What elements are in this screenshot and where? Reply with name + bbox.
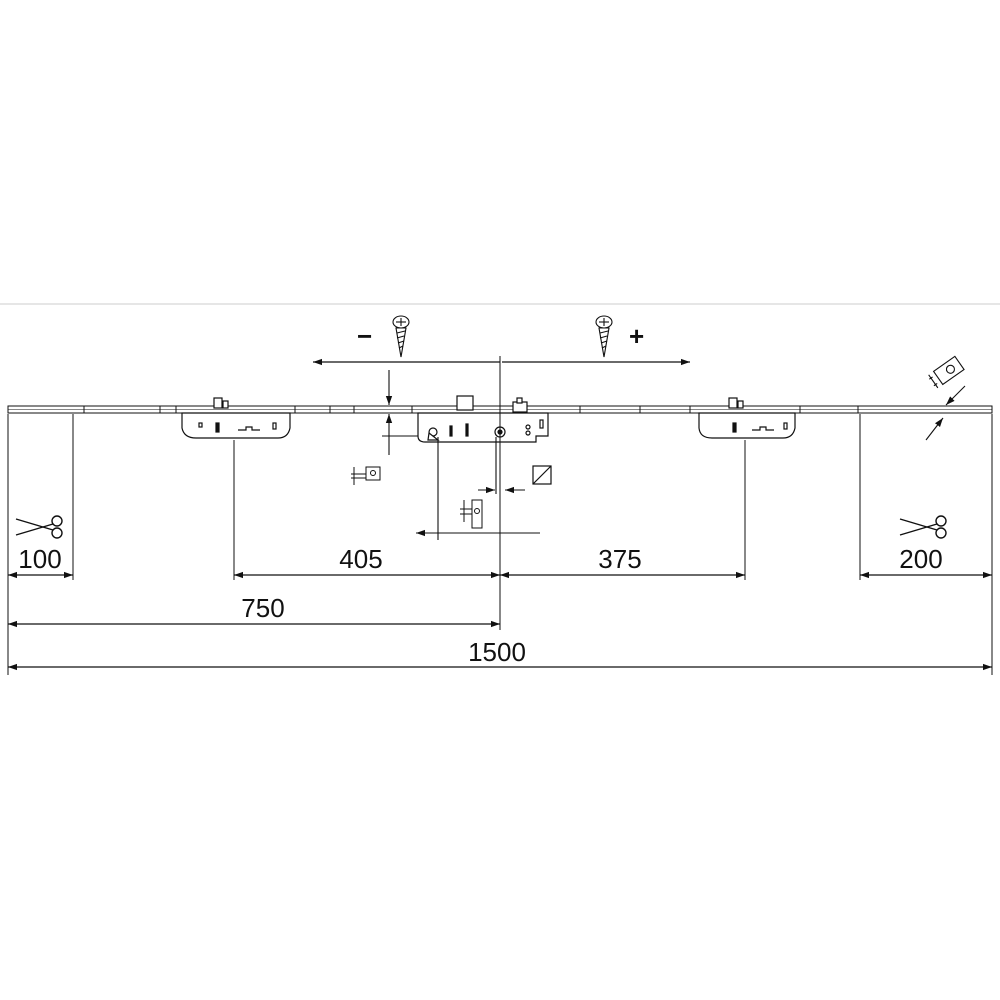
left-keep [181, 397, 291, 439]
trim-right-label: 200 [899, 544, 942, 574]
cylinder-dim [416, 437, 540, 540]
screw-icon [392, 315, 410, 358]
screw-icon [595, 315, 613, 358]
cylinder-keyhole [427, 427, 440, 441]
dimension-lines [8, 571, 992, 671]
trim-left-label: 100 [18, 544, 61, 574]
scissors-icon [15, 515, 63, 539]
dim-375-label: 375 [598, 544, 641, 574]
spindle-square-icon [532, 465, 552, 485]
faceplate-profile-icon [925, 355, 966, 441]
main-lock-case [417, 395, 549, 443]
right-keep [698, 397, 796, 439]
dim-750-label: 750 [241, 593, 284, 623]
spindle-dim [478, 437, 525, 494]
dim-1500-label: 1500 [468, 637, 526, 667]
faceplate-height-dim [382, 370, 418, 455]
cylinder-icon [460, 499, 483, 529]
extension-lines [7, 414, 993, 675]
scissors-icon [899, 515, 947, 539]
adjust-plus-label: + [629, 321, 644, 351]
dim-405-label: 405 [339, 544, 382, 574]
adjust-minus-label: − [357, 321, 372, 351]
faceplate-profile-icon [351, 466, 381, 485]
